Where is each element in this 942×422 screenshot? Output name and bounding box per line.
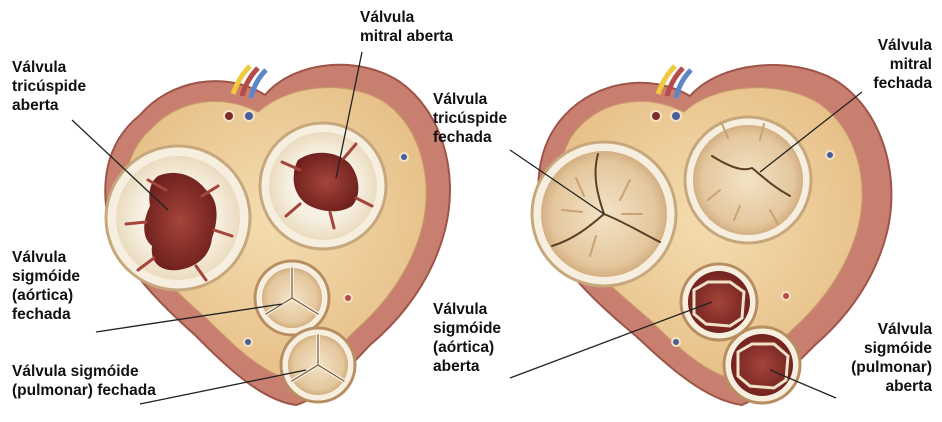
label-mitral-open: Válvula mitral aberta (360, 8, 453, 46)
label-tricuspid-open: Válvula tricúspide aberta (12, 58, 86, 115)
right-heart-section (532, 65, 891, 405)
aortic-valve-open (681, 264, 757, 340)
pulmonary-valve-closed (281, 328, 355, 402)
label-pulmonary-closed: Válvula sigmóide (pulmonar) fechada (12, 362, 156, 400)
mitral-valve-open (260, 123, 386, 249)
tricuspid-valve-open (106, 146, 250, 290)
label-tricuspid-closed: Válvula tricúspide fechada (433, 90, 507, 147)
pulmonary-valve-open (724, 327, 800, 403)
label-aortic-open: Válvula sigmóide (aórtica) aberta (433, 300, 501, 376)
label-mitral-closed: Válvula mitral fechada (873, 36, 932, 93)
label-pulmonary-open: Válvula sigmóide (pulmonar) aberta (851, 320, 932, 396)
aortic-valve-closed (255, 261, 329, 335)
label-aortic-closed: Válvula sigmóide (aórtica) fechada (12, 248, 80, 324)
left-heart-section (105, 65, 450, 405)
mitral-valve-closed (685, 117, 811, 243)
